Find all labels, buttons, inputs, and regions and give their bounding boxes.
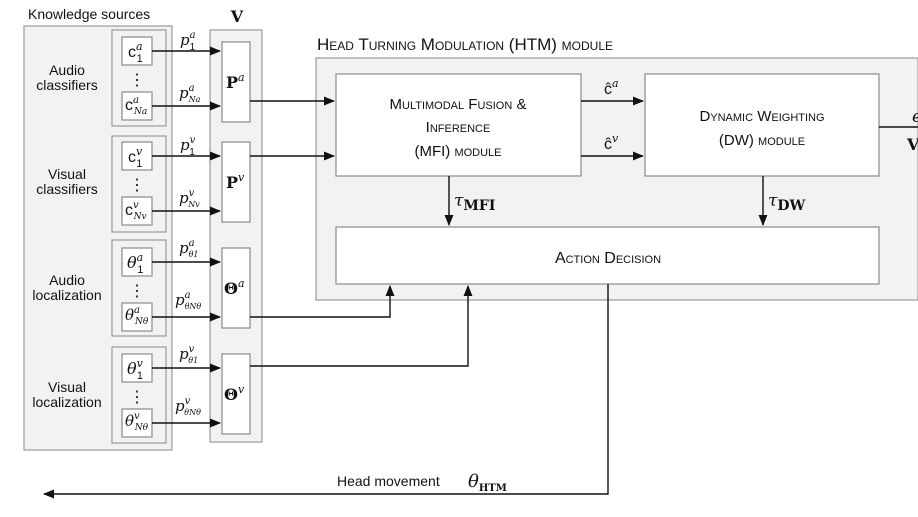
- vector-label-pv: Pv: [226, 171, 245, 192]
- dw-title-line1: Dynamic Weighting: [699, 108, 824, 125]
- group-label-audio-localization: Audio localization: [32, 272, 101, 303]
- svg-text:Visual: Visual: [48, 379, 86, 395]
- action-decision-box: [335, 226, 880, 285]
- vector-box-pv: [221, 141, 251, 223]
- svg-text:classifiers: classifiers: [36, 77, 97, 93]
- arrow-thetaa-to-action: [250, 284, 395, 318]
- knowledge-sources-title: Knowledge sources: [28, 6, 150, 22]
- svg-text:localization: localization: [32, 287, 101, 303]
- arrow-thetav-to-action: [250, 284, 473, 367]
- dw-output-bottom-label: V: [906, 135, 918, 154]
- svg-text:localization: localization: [32, 394, 101, 410]
- theta-htm-label: θHTM: [468, 471, 507, 494]
- localizer-box-thetanv: [121, 408, 153, 438]
- svg-text:Audio: Audio: [49, 62, 85, 78]
- group-label-visual-classifiers: Visual classifiers: [36, 166, 97, 197]
- ellipsis-visual-classifiers: ⋮: [129, 177, 145, 194]
- ellipsis-audio-localization: ⋮: [129, 283, 145, 300]
- mfi-title-line3: (MFI) module: [414, 143, 501, 160]
- head-movement-label: Head movement: [337, 473, 440, 489]
- localizer-box-theta1v: [121, 353, 153, 383]
- group-label-visual-localization: Visual localization: [32, 379, 101, 410]
- classifier-box-cna: [121, 91, 153, 121]
- action-decision-label: Action Decision: [555, 250, 661, 267]
- vector-label-pa: Pa: [226, 71, 245, 92]
- classifier-box-c1a: [121, 36, 153, 66]
- classifier-box-cnv: [121, 196, 153, 226]
- vector-box-pa: [221, 41, 251, 123]
- localizer-box-thetana: [121, 302, 153, 332]
- htm-title: Head Turning Modulation (HTM) module: [317, 35, 613, 54]
- vector-box-thetav: [221, 353, 251, 435]
- localizer-box-theta1a: [121, 247, 153, 277]
- c-hat-v-label: ĉv: [604, 132, 619, 153]
- tau-dw-label: τDW: [768, 191, 806, 214]
- vector-label-thetaa: Θa: [224, 277, 245, 298]
- v-label: V: [230, 7, 244, 26]
- c-hat-a-label: ĉa: [604, 77, 619, 98]
- svg-text:Audio: Audio: [49, 272, 85, 288]
- mfi-title-line1: Multimodal Fusion &: [390, 96, 527, 113]
- mfi-title-line2: Inference: [426, 119, 491, 136]
- dw-title-line2: (DW) module: [719, 132, 805, 149]
- ellipsis-audio-classifiers: ⋮: [129, 72, 145, 89]
- classifier-box-c1v: [121, 141, 153, 171]
- dw-module-box: [644, 73, 880, 177]
- svg-text:classifiers: classifiers: [36, 181, 97, 197]
- vector-label-thetav: Θv: [224, 383, 245, 404]
- tau-mfi-label: τMFI: [454, 191, 495, 214]
- ellipsis-visual-localization: ⋮: [129, 389, 145, 406]
- svg-text:Visual: Visual: [48, 166, 86, 182]
- arrow-head-movement: [42, 284, 609, 499]
- dw-output-top-label: e: [912, 107, 918, 127]
- mfi-module-box: [335, 73, 582, 177]
- vector-box-thetaa: [221, 247, 251, 329]
- group-label-audio-classifiers: Audio classifiers: [36, 62, 97, 93]
